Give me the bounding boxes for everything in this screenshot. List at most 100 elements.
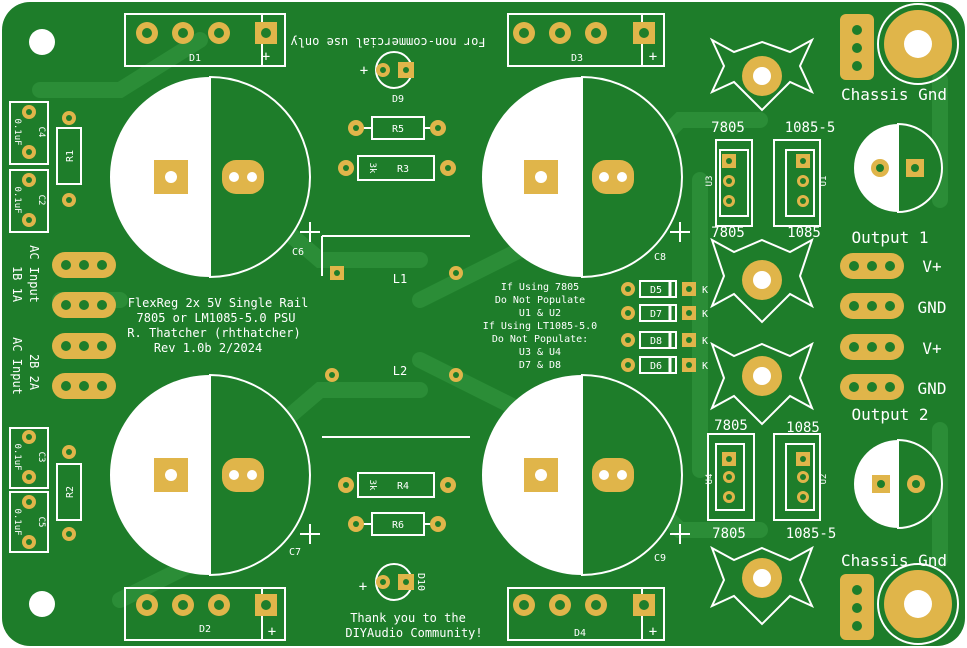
output-2-gnd: GND [918, 379, 947, 398]
label-c8: C8 [654, 252, 666, 263]
plus-d1: + [262, 49, 270, 65]
plus-d9: + [360, 63, 368, 79]
plus-d3: + [649, 49, 657, 65]
u1-top-type: 1085-5 [785, 120, 836, 136]
label-d9: D9 [392, 94, 404, 105]
resistor-r6 [348, 512, 446, 536]
label-c7: C7 [289, 547, 301, 558]
output-1-gnd: GND [918, 298, 947, 317]
label-d2: D2 [199, 624, 211, 635]
notice-text: For non-commercial use only [290, 35, 485, 49]
thanks-line-2: DIYAudio Community! [345, 626, 482, 640]
chassis-gnd-bottom [840, 563, 959, 645]
label-r4: R4 [397, 481, 409, 492]
k-d7: K [702, 309, 708, 320]
capacitor-c7 [110, 373, 311, 577]
ac-input-2-pins: 2B 2A [27, 354, 41, 391]
title-line-1: FlexReg 2x 5V Single Rail [128, 296, 309, 310]
note-line-7: D7 & D8 [519, 360, 561, 371]
label-c11: C11 [879, 449, 889, 465]
title-line-4: Rev 1.0b 2/2024 [154, 341, 262, 355]
label-d1: D1 [189, 53, 201, 64]
label-c3: C3 [36, 452, 46, 463]
u2-bottom-type: 1085-5 [786, 526, 837, 542]
led-d10 [375, 563, 414, 601]
capacitor-c6 [110, 75, 311, 279]
ac-input-1-label: AC Input [27, 245, 41, 303]
label-u2: U2 [819, 474, 829, 485]
label-c4: C4 [36, 127, 46, 138]
led-d9 [375, 51, 414, 89]
cap-plus-marks [300, 222, 690, 544]
label-u4: U4 [705, 474, 715, 485]
rectifier-d4 [507, 587, 665, 641]
label-d3: D3 [571, 53, 583, 64]
resistor-r3 [338, 155, 456, 181]
small-diodes [621, 280, 696, 374]
output-1-vplus: V+ [922, 257, 941, 276]
u3-top-type: 7805 [711, 120, 745, 136]
capacitor-c11 [854, 438, 943, 530]
label-c5: C5 [36, 517, 46, 528]
value-c4: 0.1uF [12, 118, 22, 145]
rectifier-d2 [124, 587, 286, 641]
chassis-gnd-bottom-label: Chassis Gnd [841, 551, 947, 570]
mounting-holes [29, 29, 55, 617]
plus-d10: + [359, 579, 367, 595]
note-line-2: Do Not Populate [495, 295, 585, 306]
plus-d4: + [649, 624, 657, 640]
note-line-1: If Using 7805 [501, 282, 579, 293]
label-u3: U3 [705, 176, 715, 187]
regulator-pads [722, 154, 810, 503]
output-terminals [840, 253, 904, 400]
plus-d2: + [268, 624, 276, 640]
thanks-line-1: Thank you to the [350, 611, 466, 625]
regulators [707, 139, 821, 521]
title-line-3: R. Thatcher (rhthatcher) [127, 326, 300, 340]
rectifier-d1 [124, 13, 286, 67]
note-line-4: If Using LT1085-5.0 [483, 321, 597, 332]
label-d6: D6 [650, 361, 662, 372]
note-line-3: U1 & U2 [519, 308, 561, 319]
k-d8: K [702, 336, 708, 347]
label-d8: D8 [650, 336, 662, 347]
inductor-l2 [322, 368, 470, 438]
u2-top-type: 1085 [786, 420, 820, 436]
output-2-vplus: V+ [922, 339, 941, 358]
label-r5: R5 [392, 124, 404, 135]
chassis-gnd-top-label: Chassis Gnd [841, 85, 947, 104]
value-r4: 3k [367, 480, 377, 491]
ac-input-1-pins: 1B 1A [10, 266, 24, 303]
value-c3: 0.1uF [12, 443, 22, 470]
label-r2: R2 [65, 486, 76, 498]
capacitor-c8 [482, 75, 683, 279]
resistor-r5 [348, 116, 446, 140]
value-c2: 0.1uF [12, 186, 22, 213]
label-c6: C6 [292, 247, 304, 258]
output-1-label: Output 1 [851, 228, 928, 247]
value-c5: 0.1uF [12, 508, 22, 535]
value-c11: 1000uF [859, 464, 869, 497]
heatsink-holes [742, 56, 782, 598]
k-d5: K [702, 285, 708, 296]
u4-bottom-type: 7805 [712, 526, 746, 542]
label-l2: L2 [393, 364, 407, 378]
label-c10: C10 [887, 133, 897, 149]
u4-top-type: 7805 [714, 418, 748, 434]
value-c10: 1000uF [861, 149, 871, 182]
k-d6: K [702, 361, 708, 372]
note-line-6: U3 & U4 [519, 347, 561, 358]
label-r3: R3 [397, 164, 409, 175]
label-c9: C9 [654, 553, 666, 564]
note-line-5: Do Not Populate: [492, 334, 588, 345]
label-r6: R6 [392, 520, 404, 531]
ac-input-2-label: AC Input [10, 337, 24, 395]
label-u1: U1 [819, 176, 829, 187]
title-line-2: 7805 or LM1085-5.0 PSU [137, 311, 296, 325]
label-d7: D7 [650, 309, 662, 320]
chassis-gnd-top [840, 3, 959, 85]
label-d4: D4 [574, 628, 586, 639]
left-small-caps [9, 101, 82, 553]
u1-bottom-type: 1085 [787, 225, 821, 241]
label-l1: L1 [393, 272, 407, 286]
